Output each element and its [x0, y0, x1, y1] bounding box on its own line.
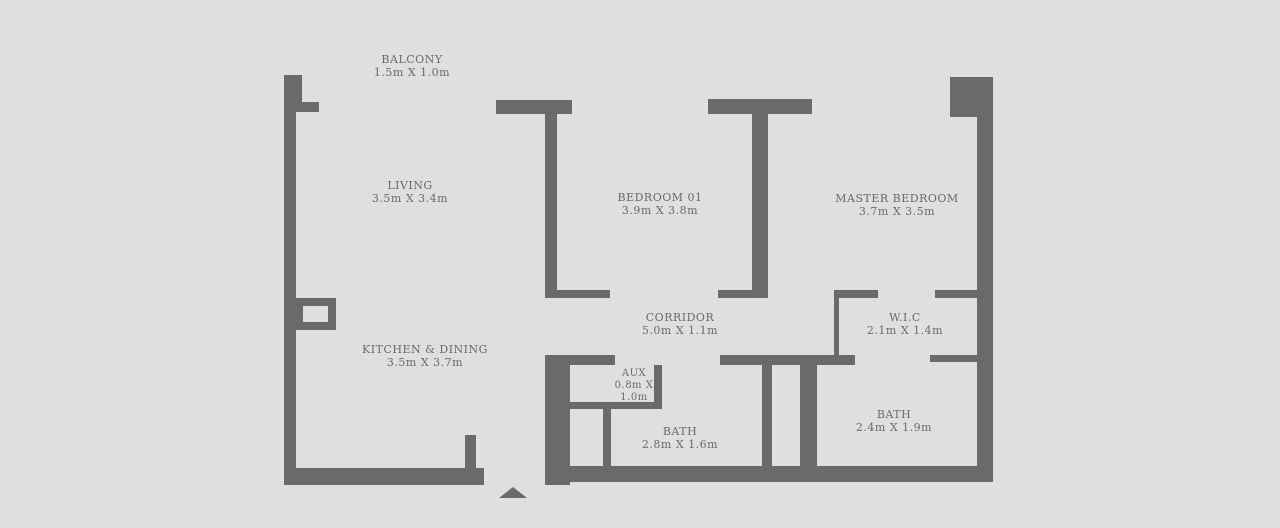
- room-label-kitchen-dining: KITCHEN & DINING 3.5m X 3.7m: [362, 343, 488, 369]
- room-dims: 3.5m X 3.4m: [371, 192, 449, 205]
- wall-wic-top-left: [834, 290, 878, 298]
- wall-bedroom1-bottom-right: [718, 290, 768, 298]
- room-name: MASTER BEDROOM: [835, 192, 959, 205]
- wall-wic-top-right: [935, 290, 985, 298]
- room-dims: 2.1m X 1.4m: [866, 324, 944, 337]
- wall-balcony-ledge: [296, 102, 319, 112]
- room-dims: 3.5m X 3.7m: [386, 356, 464, 369]
- wall-baths-top-right: [720, 355, 855, 365]
- wall-right-outer: [977, 77, 993, 482]
- wall-kitchen-niche: [296, 298, 336, 330]
- room-dims: 2.8m X 1.6m: [641, 438, 719, 451]
- room-name: LIVING: [387, 179, 433, 192]
- wall-bath1-left: [603, 402, 611, 472]
- room-label-master-bedroom: MASTER BEDROOM 3.7m X 3.5m: [835, 192, 958, 218]
- wall-aux-left: [545, 355, 570, 485]
- room-label-bath-1: BATH 2.8m X 1.6m: [642, 425, 718, 451]
- room-dims: 3.9m X 3.8m: [621, 204, 699, 217]
- room-dims: 0.8m X: [614, 380, 654, 391]
- wall-bottom-left: [284, 468, 484, 485]
- room-label-wic: W.I.C 2.1m X 1.4m: [867, 311, 943, 337]
- entrance-arrow-icon: [499, 487, 527, 498]
- room-name: KITCHEN & DINING: [362, 343, 488, 356]
- wall-bedroom1-top-left: [496, 100, 572, 114]
- wall-aux-bottom: [565, 402, 660, 409]
- room-label-balcony: BALCONY 1.5m X 1.0m: [374, 53, 450, 79]
- room-dims: 3.7m X 3.5m: [858, 205, 936, 218]
- wall-kitchen-door-jamb: [465, 435, 476, 475]
- wall-baths-top-left: [545, 355, 615, 365]
- wall-bottom-right: [545, 466, 993, 482]
- room-name: BATH: [876, 408, 912, 421]
- room-name: CORRIDOR: [645, 311, 715, 324]
- wall-wic-left: [834, 290, 839, 358]
- wall-left-outer: [284, 75, 296, 485]
- wall-t-stem: [752, 99, 768, 298]
- room-dims: 1.0m: [620, 392, 648, 403]
- wall-shaft-right: [800, 355, 817, 475]
- room-name: BALCONY: [381, 53, 443, 66]
- room-name: BEDROOM 01: [617, 191, 703, 204]
- room-label-aux: AUX 0.8m X 1.0m: [615, 368, 654, 404]
- room-dims: 1.5m X 1.0m: [373, 66, 451, 79]
- wall-shaft-left: [762, 355, 772, 475]
- room-label-bath-2: BATH 2.4m X 1.9m: [856, 408, 932, 434]
- wall-aux-right: [654, 365, 662, 409]
- room-dims: 5.0m X 1.1m: [641, 324, 719, 337]
- wall-bedroom1-bottom-left: [545, 290, 610, 298]
- room-name: BATH: [662, 425, 698, 438]
- room-label-corridor: CORRIDOR 5.0m X 1.1m: [642, 311, 718, 337]
- wall-left-top-stub: [284, 75, 302, 103]
- room-label-bedroom-01: BEDROOM 01 3.9m X 3.8m: [617, 191, 702, 217]
- wall-wic-bottom-right: [930, 355, 985, 362]
- room-dims: 2.4m X 1.9m: [855, 421, 933, 434]
- wall-bedroom1-left: [545, 100, 557, 298]
- room-name: W.I.C: [889, 311, 921, 324]
- room-name: AUX: [621, 368, 647, 379]
- room-label-living: LIVING 3.5m X 3.4m: [372, 179, 448, 205]
